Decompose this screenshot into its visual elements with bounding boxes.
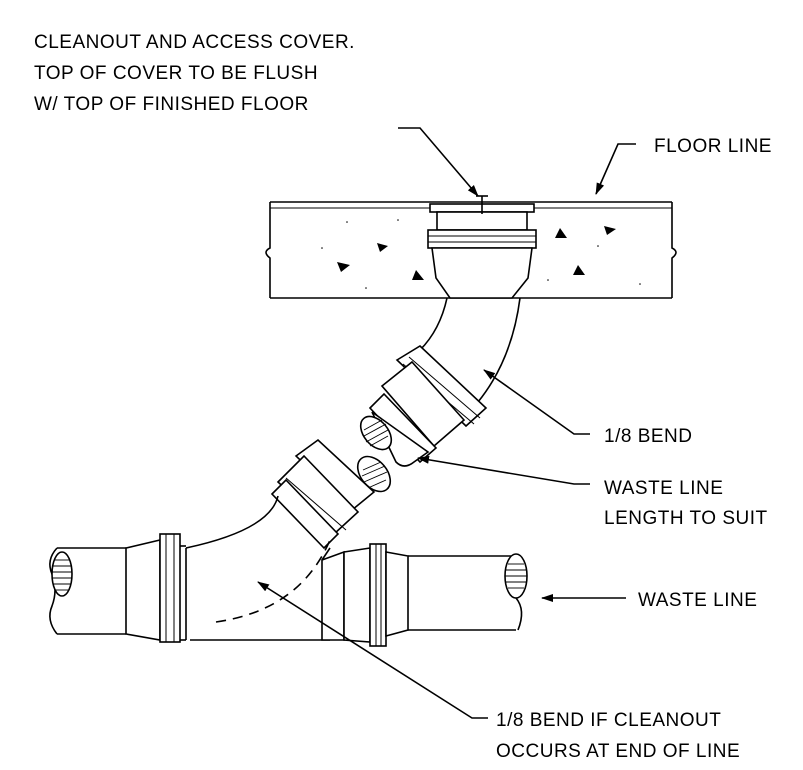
- end-bend-label-line1: 1/8 BEND IF CLEANOUT: [496, 710, 721, 731]
- cover-label-line3: W/ TOP OF FINISHED FLOOR: [34, 94, 309, 115]
- pipe-section-hatch: [52, 559, 72, 591]
- pipe-section-hatch: [505, 563, 527, 589]
- waste-line-label: WASTE LINE: [638, 590, 757, 611]
- concrete-aggregate-triangle-icon: [321, 219, 641, 289]
- cover-label-line1: CLEANOUT AND ACCESS COVER.: [34, 32, 355, 53]
- waste-length-label-line1: WASTE LINE: [604, 478, 723, 499]
- cleanout-cover: [427, 195, 537, 299]
- waste-length-label-line2: LENGTH TO SUIT: [604, 508, 768, 529]
- end-bend-label-line2: OCCURS AT END OF LINE: [496, 741, 740, 762]
- upper-bend-fitting: [359, 297, 521, 467]
- floor-line-label: FLOOR LINE: [654, 136, 772, 157]
- cover-label-line2: TOP OF COVER TO BE FLUSH: [34, 63, 318, 84]
- pipe-section-hatch: [361, 461, 388, 489]
- callout-labels: CLEANOUT AND ACCESS COVER. TOP OF COVER …: [34, 32, 772, 762]
- leader-lines: [257, 127, 636, 719]
- pipe-section-hatch: [363, 419, 389, 447]
- bend-label: 1/8 BEND: [604, 426, 692, 447]
- lower-wye-fitting: [185, 438, 392, 641]
- waste-line-pipe: [49, 533, 528, 647]
